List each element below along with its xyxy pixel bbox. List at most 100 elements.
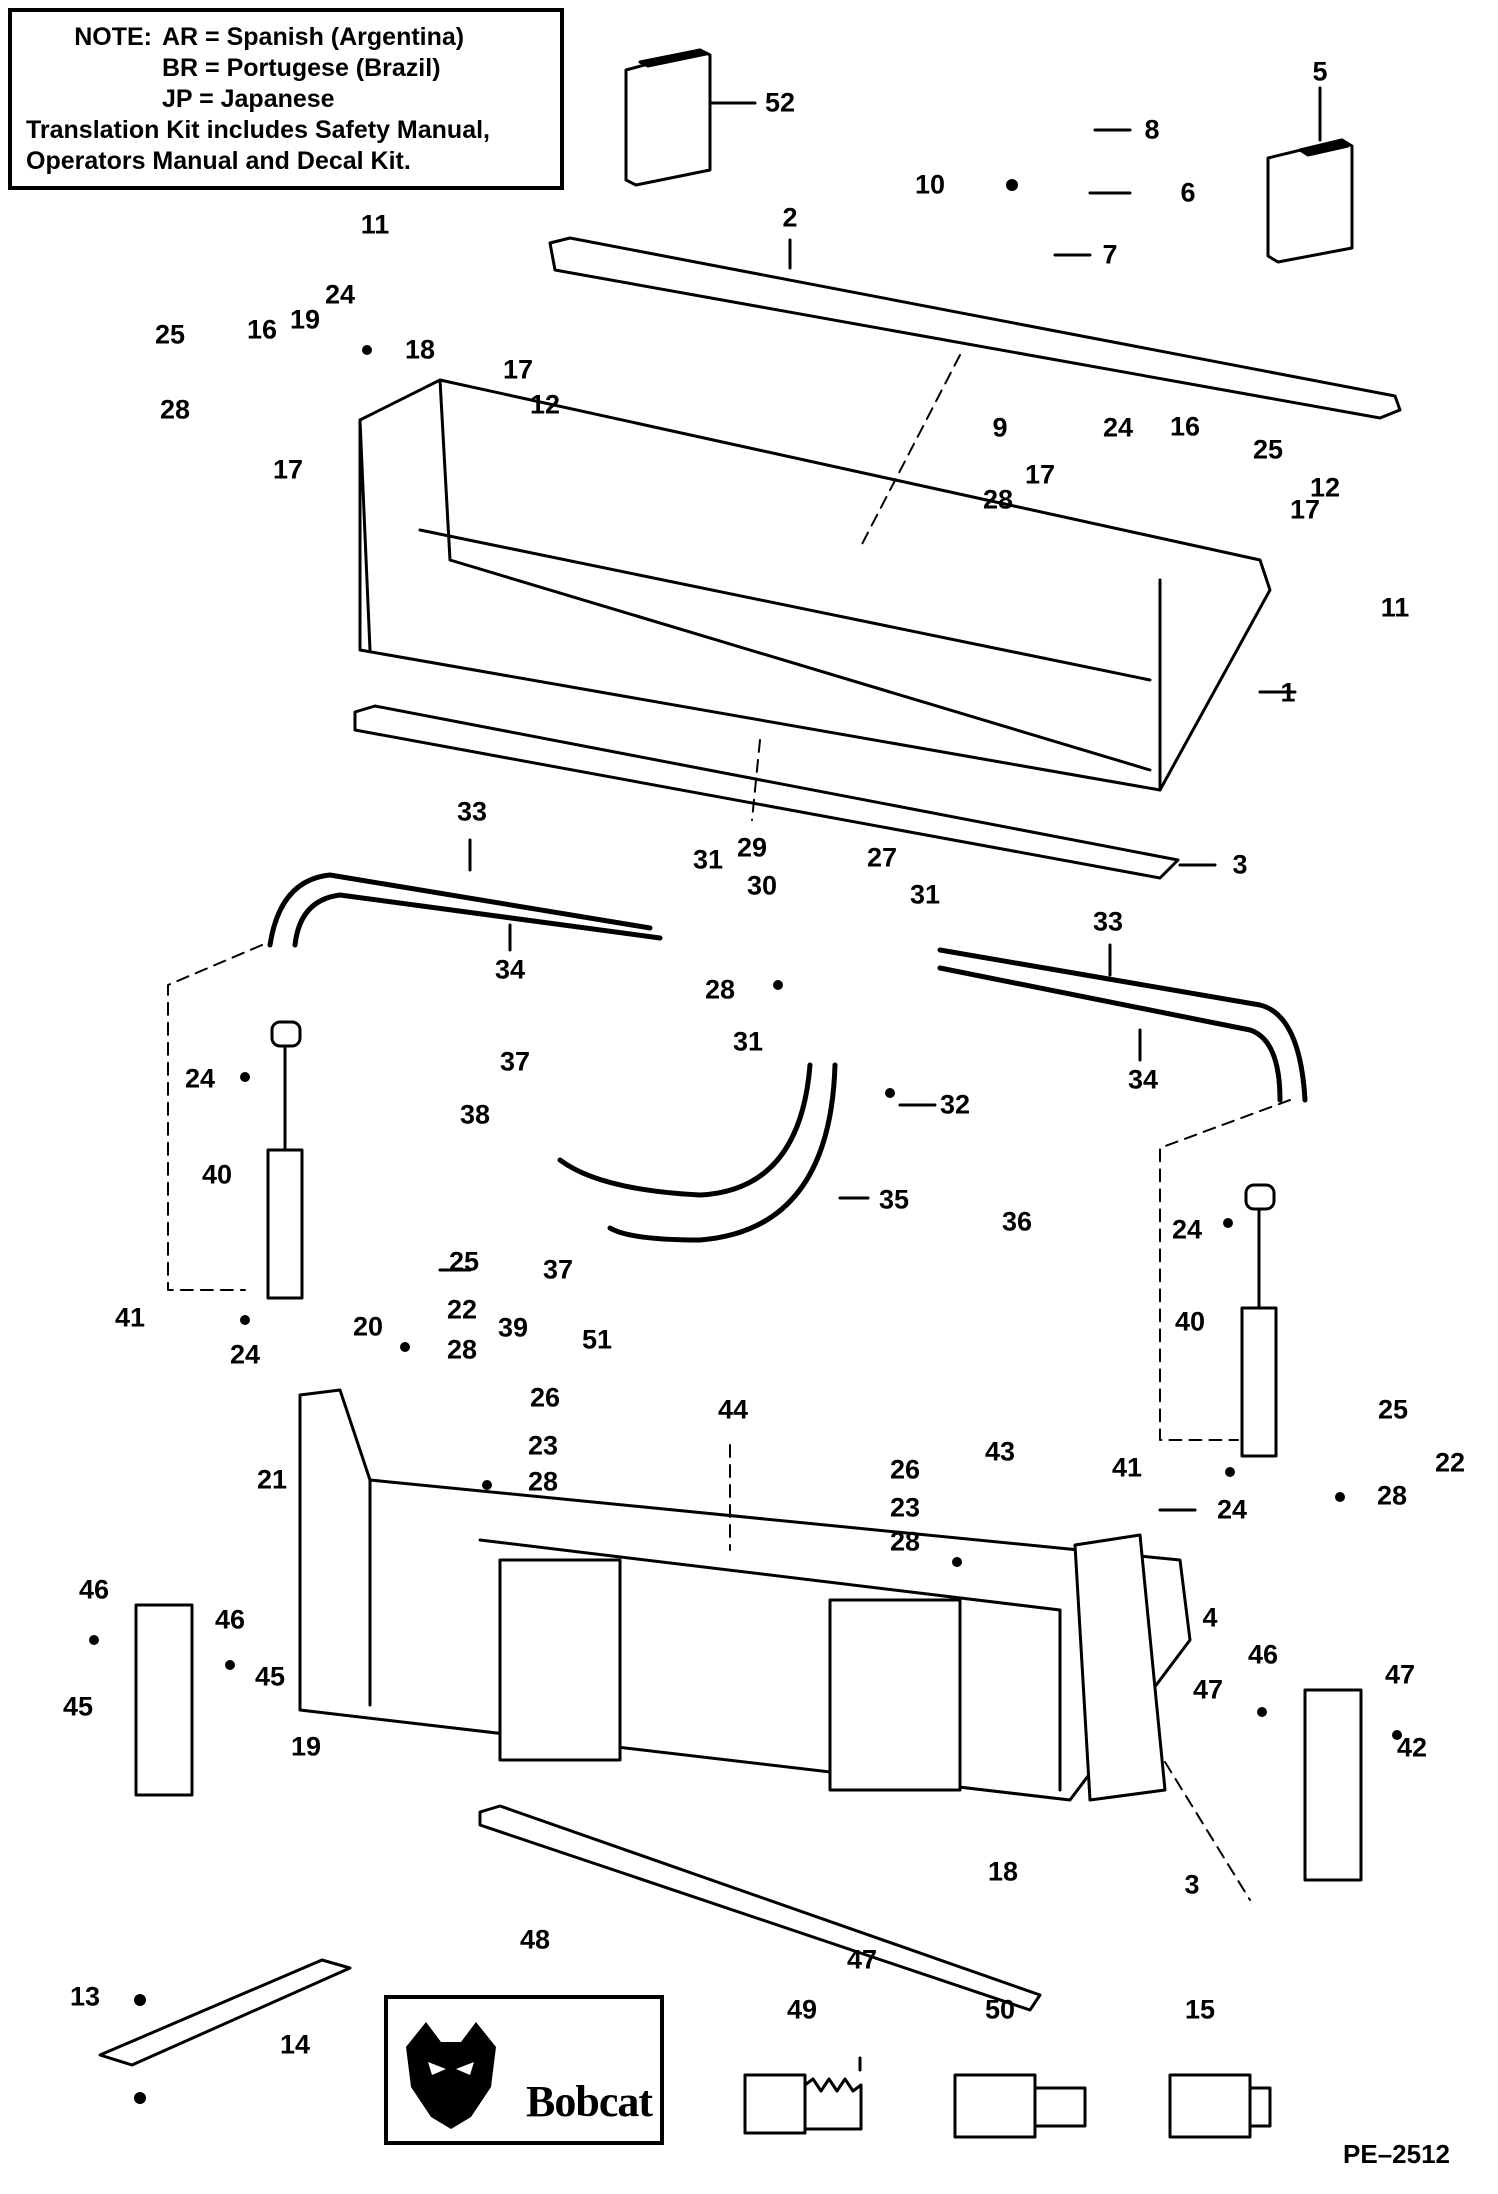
callout-5: 5 <box>1312 56 1328 87</box>
callout-47: 47 <box>1192 1674 1224 1705</box>
callout-42: 42 <box>1396 1732 1428 1763</box>
callout-12: 12 <box>1309 472 1341 503</box>
note-row-jp: JP = Japanese <box>26 84 546 115</box>
fasteners <box>89 179 1402 2104</box>
callout-24: 24 <box>229 1339 261 1370</box>
callout-34: 34 <box>494 954 526 985</box>
callout-19: 19 <box>289 304 321 335</box>
callout-51: 51 <box>581 1324 613 1355</box>
callout-24: 24 <box>1171 1214 1203 1245</box>
callout-4: 4 <box>1202 1602 1218 1633</box>
callout-15: 15 <box>1184 1994 1216 2025</box>
bobcat-head-icon <box>406 2022 496 2129</box>
callout-28: 28 <box>889 1526 921 1557</box>
callout-28: 28 <box>1376 1480 1408 1511</box>
callout-24: 24 <box>324 279 356 310</box>
note-jp: JP = Japanese <box>162 85 335 113</box>
callout-7: 7 <box>1102 239 1118 270</box>
callout-45: 45 <box>254 1661 286 1692</box>
coupler-48 <box>743 2073 863 2135</box>
callout-21: 21 <box>256 1464 288 1495</box>
callout-44: 44 <box>717 1394 749 1425</box>
note-kit-line-1: Translation Kit includes Safety Manual, <box>26 116 490 144</box>
callout-29: 29 <box>736 832 768 863</box>
callout-28: 28 <box>159 394 191 425</box>
callout-46: 46 <box>1247 1639 1279 1670</box>
manual-box-52 <box>624 48 712 187</box>
callout-49: 49 <box>786 1994 818 2025</box>
callout-33: 33 <box>1092 906 1124 937</box>
callout-36: 36 <box>1001 1206 1033 1237</box>
callout-1: 1 <box>1280 677 1296 708</box>
quick-tach-frame-4 <box>298 1388 1192 1802</box>
cylinder-40-left <box>266 1020 304 1300</box>
bucket-1 <box>358 378 1272 792</box>
callout-27: 27 <box>866 842 898 873</box>
callout-31: 31 <box>909 879 941 910</box>
callout-40: 40 <box>1174 1306 1206 1337</box>
callout-48: 48 <box>519 1924 551 1955</box>
callout-38: 38 <box>459 1099 491 1130</box>
callout-8: 8 <box>1144 114 1160 145</box>
bracket-45-right <box>1303 1688 1363 1882</box>
note-row-ar: NOTE: AR = Spanish (Argentina) <box>26 22 546 53</box>
wear-strip-3-upper <box>353 704 1180 880</box>
callout-41: 41 <box>1111 1452 1143 1483</box>
assembly-lines <box>167 354 1291 1901</box>
note-row-br: BR = Portugese (Brazil) <box>26 53 546 84</box>
callout-17: 17 <box>1289 494 1321 525</box>
callout-46: 46 <box>214 1604 246 1635</box>
callout-16: 16 <box>246 314 278 345</box>
callout-28: 28 <box>446 1334 478 1365</box>
callout-43: 43 <box>984 1436 1016 1467</box>
callout-50: 50 <box>984 1994 1016 2025</box>
callout-22: 22 <box>1434 1447 1466 1478</box>
note-ar: AR = Spanish (Argentina) <box>162 23 465 51</box>
callout-11: 11 <box>360 209 390 240</box>
callout-46: 46 <box>78 1574 110 1605</box>
note-kit-2: Operators Manual and Decal Kit. <box>26 146 546 177</box>
callout-31: 31 <box>692 844 724 875</box>
leader-lines <box>438 86 1322 2072</box>
callout-28: 28 <box>704 974 736 1005</box>
callout-20: 20 <box>352 1311 384 1342</box>
callout-6: 6 <box>1180 177 1196 208</box>
callout-26: 26 <box>529 1382 561 1413</box>
callout-37: 37 <box>499 1046 531 1077</box>
callout-33: 33 <box>456 796 488 827</box>
note-box: NOTE: AR = Spanish (Argentina) BR = Port… <box>8 8 564 190</box>
drawing-code: PE–2512 <box>1343 2139 1450 2169</box>
callout-24: 24 <box>184 1063 216 1094</box>
callout-23: 23 <box>889 1492 921 1523</box>
callout-19: 19 <box>290 1731 322 1762</box>
callout-18: 18 <box>987 1856 1019 1887</box>
callout-30: 30 <box>746 870 778 901</box>
wear-strip-3-lower <box>478 1804 1042 2012</box>
callout-25: 25 <box>1377 1394 1409 1425</box>
note-label: NOTE: <box>74 23 152 51</box>
note-br: BR = Portugese (Brazil) <box>162 54 441 82</box>
manual-box-5 <box>1266 138 1354 264</box>
callout-40: 40 <box>201 1159 233 1190</box>
cylinder-40-right <box>1240 1183 1278 1458</box>
callout-41: 41 <box>114 1302 146 1333</box>
callout-47: 47 <box>1384 1659 1416 1690</box>
callout-25: 25 <box>1252 434 1284 465</box>
callout-18: 18 <box>404 334 436 365</box>
coupler-49 <box>953 2073 1087 2139</box>
callout-11: 11 <box>1380 592 1410 623</box>
hoses <box>267 872 1308 1243</box>
callout-2: 2 <box>782 202 798 233</box>
callout-39: 39 <box>497 1312 529 1343</box>
callout-12: 12 <box>529 389 561 420</box>
note-kit-line-2: Operators Manual and Decal Kit. <box>26 147 411 175</box>
callout-3: 3 <box>1232 849 1248 880</box>
bolt-on-edge-13 <box>98 1958 352 2067</box>
coupler-50 <box>1168 2073 1272 2139</box>
callout-28: 28 <box>527 1466 559 1497</box>
callout-31: 31 <box>732 1026 764 1057</box>
callout-34: 34 <box>1127 1064 1159 1095</box>
callout-13: 13 <box>69 1981 101 2012</box>
